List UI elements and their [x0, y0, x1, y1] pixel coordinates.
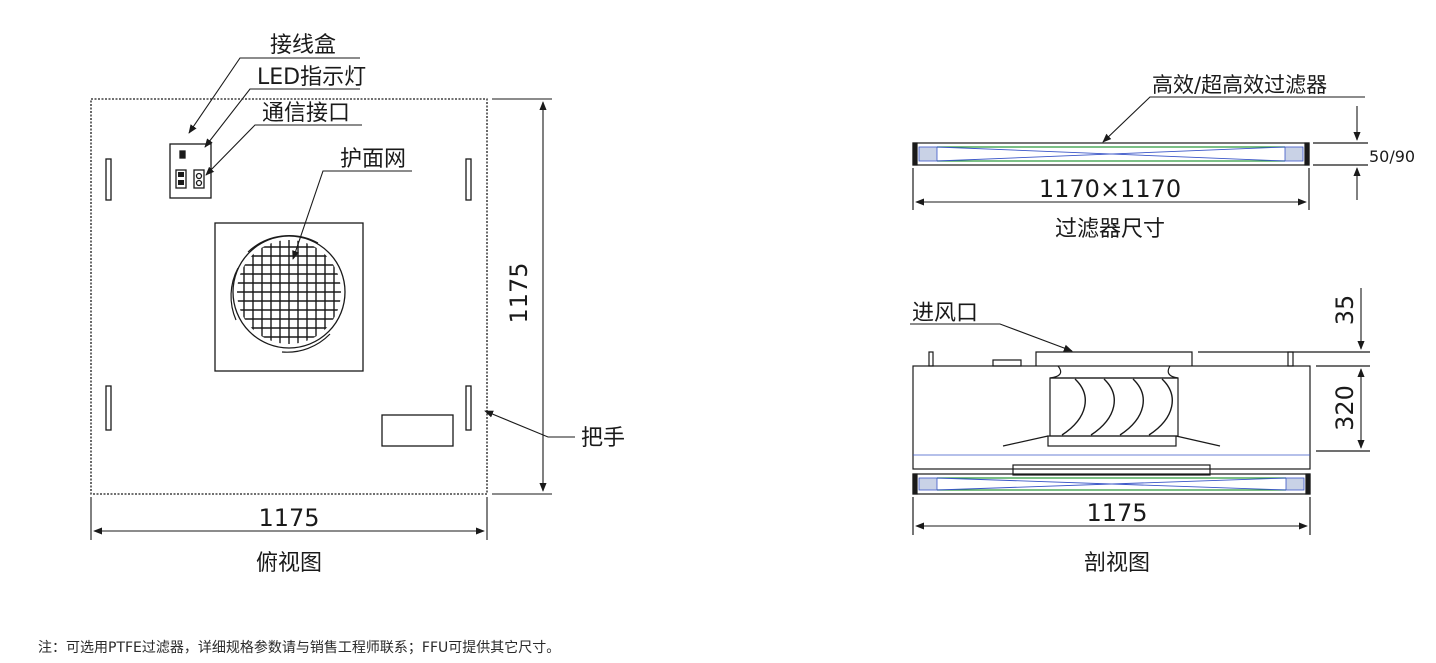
- handle-slot: [465, 158, 472, 201]
- top-view-callouts: [90, 57, 575, 540]
- inlet-height-dim: 35: [1331, 295, 1359, 326]
- label-handle: 把手: [581, 426, 625, 451]
- handle-slot: [465, 385, 472, 431]
- label-inlet: 进风口: [912, 301, 978, 326]
- top-view: [90, 98, 488, 495]
- handle-slot: [105, 385, 112, 431]
- inlet-ring: [1035, 351, 1193, 366]
- top-view-outline: [90, 98, 488, 495]
- handle-slot: [105, 158, 112, 201]
- top-width-dim: 1175: [258, 504, 319, 532]
- comm-port: [193, 169, 205, 189]
- label-filter: 高效/超高效过滤器: [1152, 73, 1327, 97]
- filter-size-dim: 1170×1170: [1039, 175, 1181, 203]
- diffuser-plate: [1012, 464, 1211, 476]
- comm-port: [175, 169, 187, 189]
- filter-thickness-dim: 50/90: [1369, 147, 1415, 166]
- fan-panel: [214, 222, 364, 372]
- section-width-dim: 1175: [1086, 499, 1147, 527]
- label-junction-box: 接线盒: [270, 33, 336, 58]
- body-height-dim: 320: [1331, 385, 1359, 431]
- section-view: [910, 288, 1370, 535]
- top-view-caption: 俯视图: [256, 551, 322, 576]
- label-comm-port: 通信接口: [262, 101, 350, 126]
- filter-caption: 过滤器尺寸: [1055, 217, 1165, 242]
- label-guard-mesh: 护面网: [340, 147, 406, 172]
- label-led: LED指示灯: [257, 65, 366, 90]
- section-caption: 剖视图: [1084, 551, 1150, 576]
- section-body: [912, 365, 1311, 470]
- guard-mesh: [237, 240, 341, 344]
- control-plate: [381, 414, 454, 447]
- footnote: 注：可选用PTFE过滤器，详细规格参数请与销售工程师联系；FFU可提供其它尺寸。: [38, 640, 561, 656]
- filter-view: [912, 96, 1368, 210]
- led-indicator: [179, 150, 186, 159]
- top-height-dim: 1175: [505, 262, 533, 323]
